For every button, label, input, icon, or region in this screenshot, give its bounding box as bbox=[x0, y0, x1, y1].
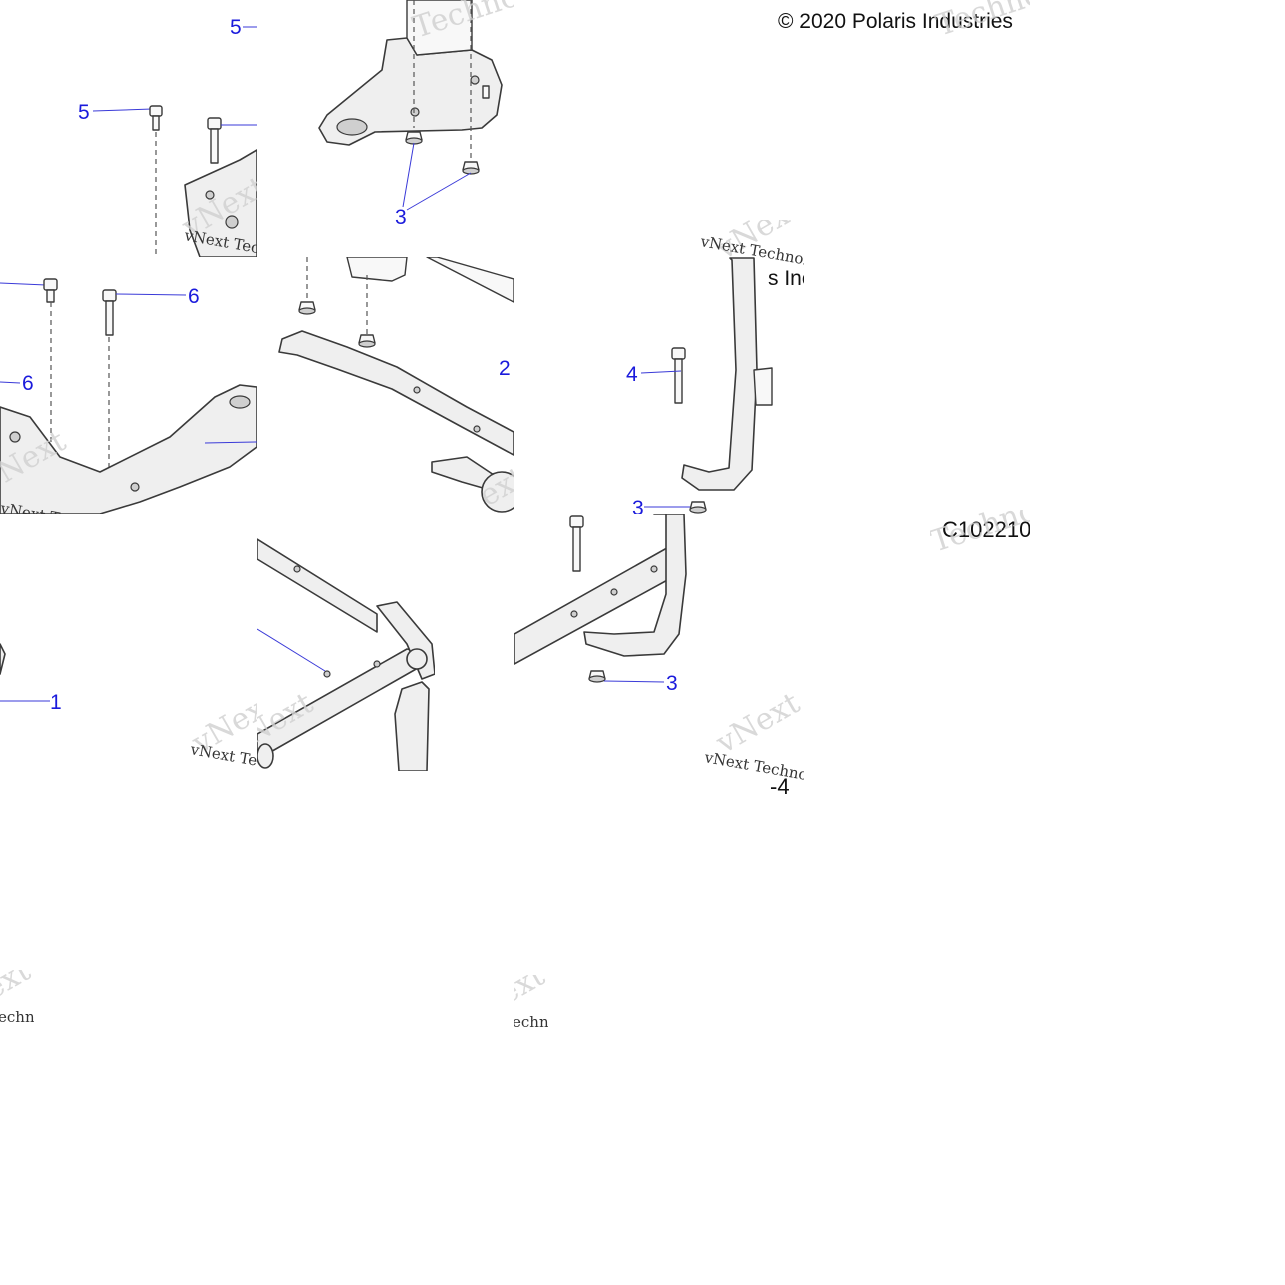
tow-hook-bracket bbox=[318, 37, 503, 146]
tile-top-left: 5 5 vNext vNext Technologies bbox=[0, 0, 257, 257]
callout-3-bottom: 3 bbox=[666, 672, 678, 695]
svg-text:echnolo: echnolo bbox=[0, 1008, 34, 1026]
callout-1: 1 bbox=[50, 691, 62, 714]
cross-tube bbox=[278, 330, 514, 456]
flange-nut-icon bbox=[689, 501, 707, 514]
svg-text:vNext Technologies: vNext Technologies bbox=[188, 740, 257, 771]
long-bolt-icon bbox=[207, 117, 222, 164]
tile-middle-right: s Inc. vNext vNext Technologies 4 3 bbox=[514, 220, 804, 520]
tile-bottom-middle: vNext bbox=[257, 514, 435, 771]
flange-nut-icon bbox=[358, 334, 376, 348]
long-bolt-icon bbox=[569, 515, 584, 572]
copyright-text: © 2020 Polaris Industries bbox=[778, 10, 1013, 33]
callout-4: 4 bbox=[626, 363, 638, 386]
figure-code-tail: -4 bbox=[770, 774, 790, 799]
callout-6-left: 6 bbox=[22, 372, 34, 395]
svg-text:ext: ext bbox=[514, 975, 548, 1012]
side-bumper-loop bbox=[681, 257, 758, 491]
bumper-loop-bottom bbox=[583, 514, 687, 657]
tile-middle-left: 6 6 vNext vNext Technologies bbox=[0, 257, 257, 514]
tile-top-middle: 3 Technolo bbox=[257, 0, 514, 257]
flange-nut-icon bbox=[462, 161, 480, 175]
callout-6: 6 bbox=[188, 285, 200, 308]
tile-fragment-b: ext echnolo bbox=[514, 975, 548, 1035]
tile-bottom-right: 3 vNext vNext Technologies -4 bbox=[514, 514, 804, 804]
frame-rail bbox=[257, 538, 378, 633]
flange-nut-icon bbox=[298, 301, 316, 315]
callout-3-mid: 3 bbox=[632, 497, 644, 520]
tile-figure-code: C102210 Technolo bbox=[930, 510, 1030, 555]
front-frame-plate bbox=[0, 384, 257, 514]
tile-center: 2 ext bbox=[257, 257, 514, 514]
frame-bracket bbox=[184, 149, 257, 257]
copyright-tail: s Inc. bbox=[768, 267, 804, 290]
tile-top-right: © 2020 Polaris Industries Technolo bbox=[770, 0, 1030, 60]
tile-bottom-left: 1 vNext vNext Technologies bbox=[0, 514, 257, 771]
callout-5: 5 bbox=[78, 101, 90, 124]
svg-text:ext: ext bbox=[0, 970, 34, 1007]
callout-3-top: 3 bbox=[395, 206, 407, 229]
figure-code: C102210 bbox=[942, 517, 1030, 542]
svg-text:Technolo: Technolo bbox=[932, 0, 1030, 44]
svg-text:vNext: vNext bbox=[710, 686, 804, 762]
callout-5-top: 5 bbox=[230, 16, 242, 39]
flange-nut-icon bbox=[405, 131, 423, 145]
tile-fragment-a: ext echnolo bbox=[0, 970, 34, 1030]
flange-bolt-icon bbox=[43, 278, 58, 303]
long-bolt-icon bbox=[102, 289, 117, 336]
callout-2: 2 bbox=[499, 357, 511, 380]
flange-nut-icon bbox=[588, 670, 606, 683]
long-bolt-icon bbox=[671, 347, 686, 404]
flange-bolt-icon bbox=[149, 105, 163, 131]
svg-text:echnolo: echnolo bbox=[514, 1013, 548, 1031]
